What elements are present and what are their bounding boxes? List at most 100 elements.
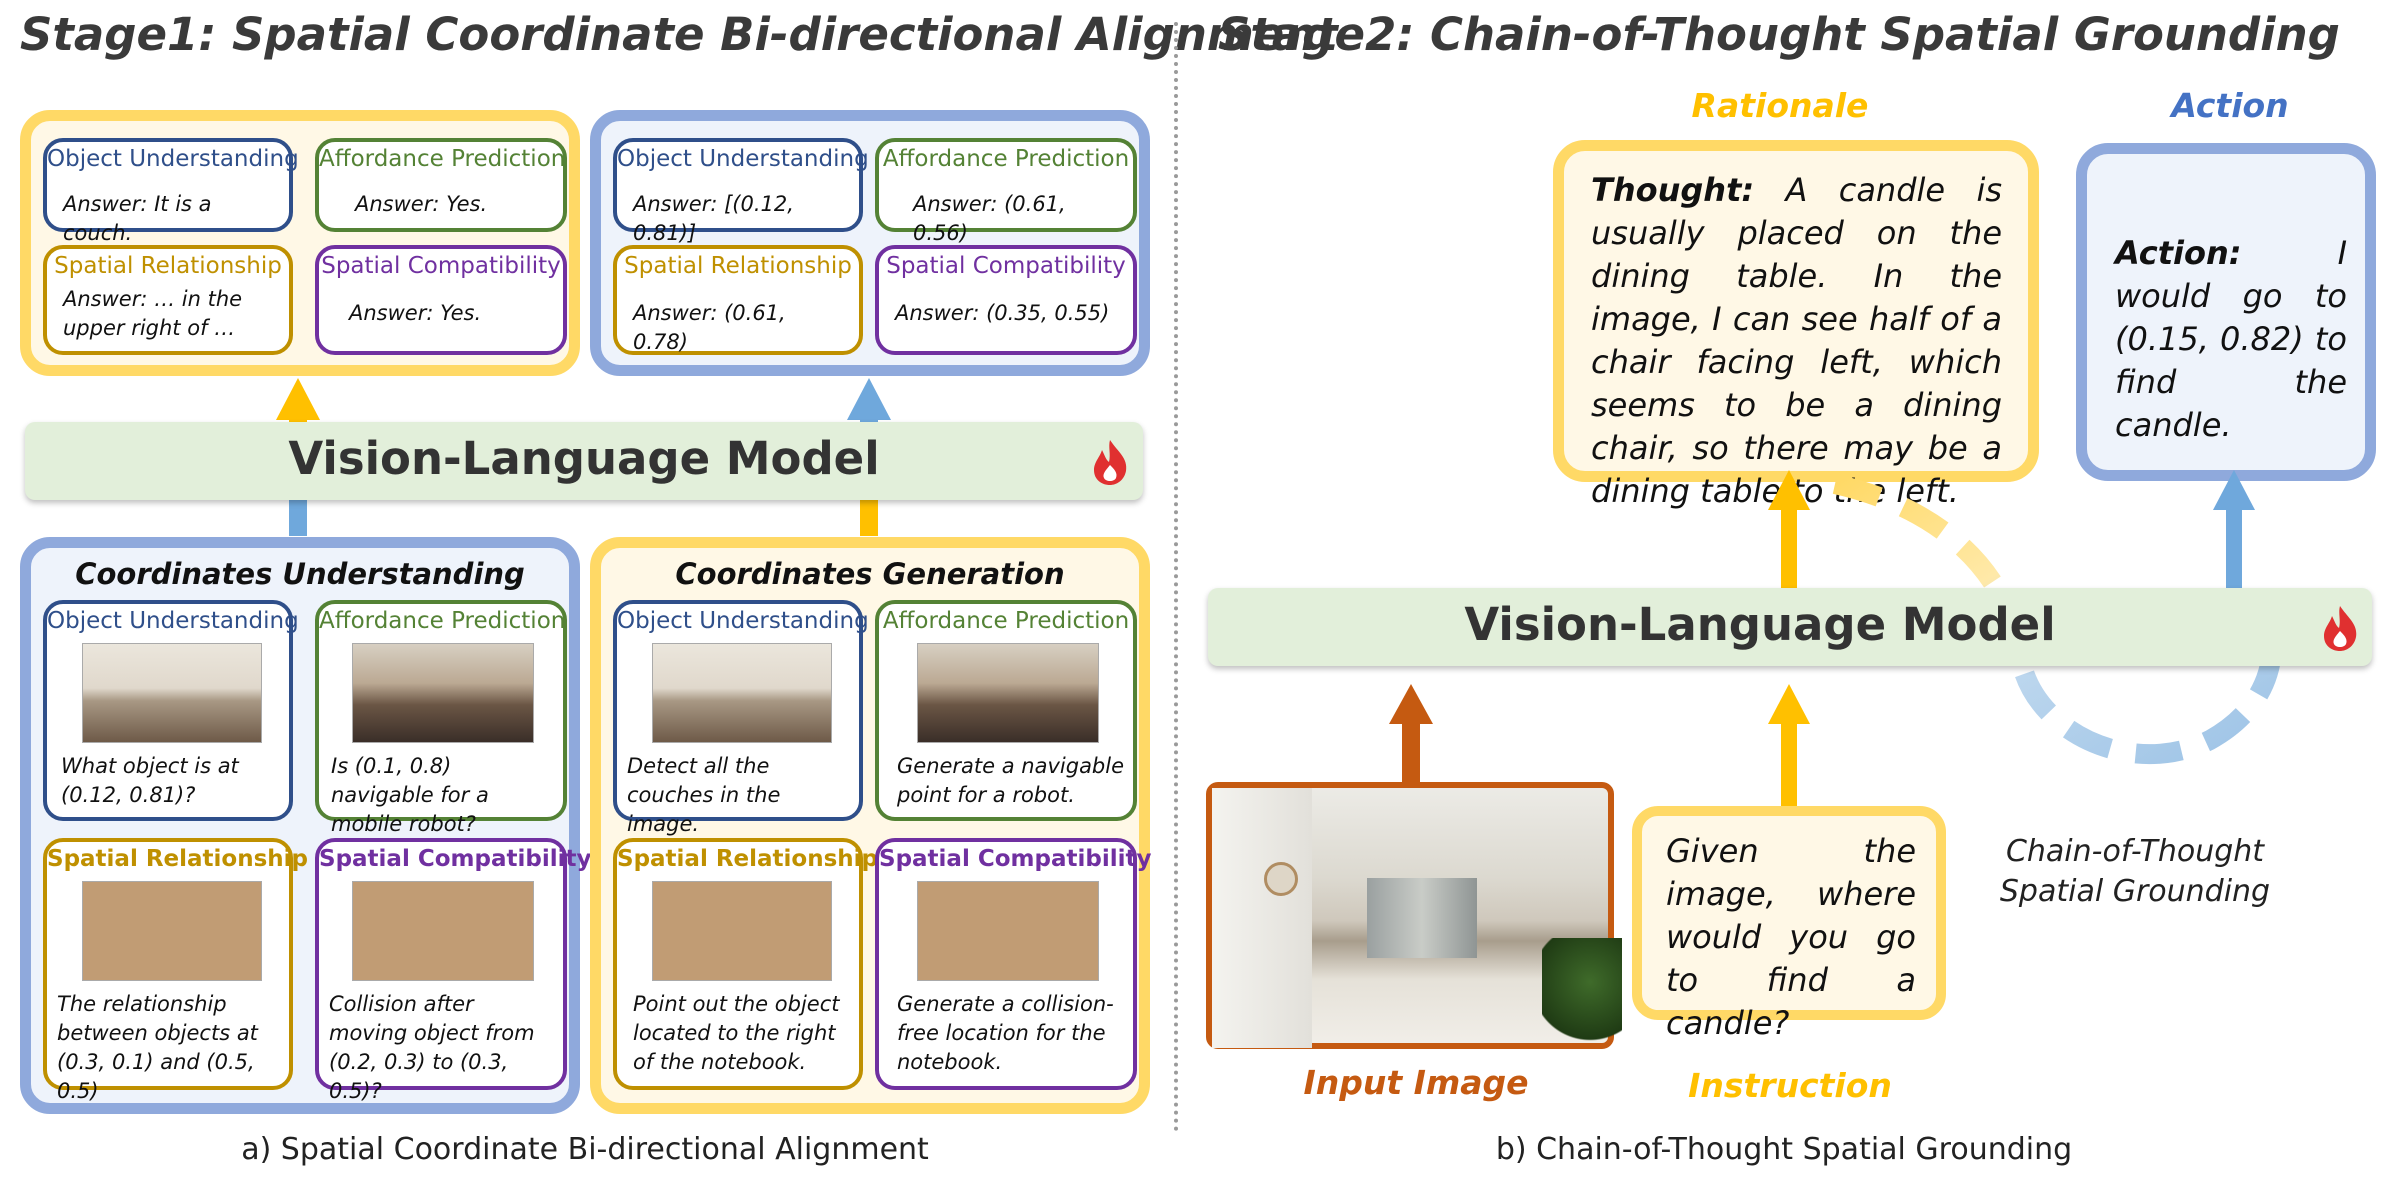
instruction-box: Given the image, where would you go to f… [1632,806,1946,1042]
card-answer: Answer: Yes. [355,192,488,216]
rationale-text: Thought: A candle is usually placed on t… [1591,169,2002,513]
card-question: What object is at (0.12, 0.81)? [61,754,239,807]
vlm-label: Vision-Language Model [288,432,880,485]
thought-text: A candle is usually placed on the dining… [1591,171,2002,510]
action-box: Action: I would go to (0.15, 0.82) to fi… [2076,143,2376,481]
card-title: Spatial Compatibility [321,253,561,279]
tabletop-image [82,881,262,981]
room-image [652,643,832,743]
stage1-vlm-bar: Vision-Language Model [25,422,1143,500]
question-card-spatial-compatibility: Spatial Compatibility Generate a collisi… [875,838,1152,1090]
card-title: Object Understanding [617,146,869,172]
living-room-image [917,643,1099,743]
answer-card-affordance-prediction: Affordance Prediction Answer: (0.61, 0.5… [875,138,1137,245]
question-card-spatial-compatibility: Spatial Compatibility Collision after mo… [315,838,592,1103]
card-question: Generate a navigable point for a robot. [897,754,1125,807]
card-question: Point out the object located to the righ… [633,992,840,1074]
stage2-caption: b) Chain-of-Thought Spatial Grounding [1495,1132,2073,1167]
arrow-to-action [2213,470,2255,594]
card-title: Affordance Prediction [882,608,1130,634]
tabletop-image [352,881,534,981]
question-card-spatial-relationship: Spatial Relationship Point out the objec… [613,838,879,1090]
card-title: Spatial Relationship [624,253,852,279]
stage2-vlm-bar: Vision-Language Model [1208,588,2372,666]
card-question: Is (0.1, 0.8) navigable for a mobile rob… [331,754,489,836]
stage2-arrows [1389,470,2282,810]
instruction-text: Given the image, where would you go to f… [1666,832,1916,1042]
flame-icon [1094,440,1127,485]
section-title: Coordinates Understanding [75,557,525,591]
card-answer: Answer: (0.61, 0.56) [913,192,1066,245]
arrow-to-rationale [1768,470,1810,594]
cot-label: Chain-of-Thought Spatial Grounding [1970,832,2300,912]
coordinates-understanding-panel: Coordinates Understanding Object Underst… [20,537,592,1114]
card-title: Spatial Compatibility [879,846,1152,872]
flame-icon [2324,606,2357,651]
card-answer: Answer: [(0.12, 0.81)] [633,192,794,245]
card-answer: Answer: (0.35, 0.55) [895,301,1110,325]
card-title: Object Understanding [617,608,869,634]
card-question: Generate a collision-free location for t… [897,992,1114,1074]
card-answer: Answer: (0.61, 0.78) [633,301,786,354]
card-title: Affordance Prediction [319,146,566,172]
card-question: The relationship between objects at (0.3… [57,992,258,1103]
card-title: Spatial Compatibility [886,253,1126,279]
instruction-label: Instruction [1688,1066,1892,1105]
window [1367,878,1477,958]
section-title: Coordinates Generation [675,557,1065,591]
answer-card-spatial-compatibility: Spatial Compatibility Answer: (0.35, 0.5… [875,245,1137,355]
wall-clock [1264,862,1298,896]
answer-card-spatial-relationship: Spatial Relationship Answer: … in the up… [43,245,293,355]
arrow-from-image [1389,684,1433,790]
question-card-spatial-relationship: Spatial Relationship The relationship be… [43,838,309,1103]
card-title: Object Understanding [47,608,299,634]
tabletop-image [652,881,832,981]
stage1-title: Stage1: Spatial Coordinate Bi-directiona… [20,8,1338,61]
question-card-object-understanding: Object Understanding Detect all the couc… [613,600,869,836]
cot-label-line2: Spatial Grounding [1999,874,2271,909]
stage1-caption: a) Spatial Coordinate Bi-directional Ali… [241,1132,929,1167]
plant [1542,938,1622,1048]
card-answer: Answer: Yes. [349,301,482,325]
card-title: Spatial Relationship [54,253,282,279]
cot-label-line1: Chain-of-Thought [2005,834,2265,869]
action-text-block: Action: I would go to (0.15, 0.82) to fi… [2115,232,2347,447]
vlm-label: Vision-Language Model [1464,598,2056,651]
answer-card-spatial-compatibility: Spatial Compatibility Answer: Yes. [315,245,567,355]
card-title: Affordance Prediction [319,608,566,634]
thought-prefix: Thought: [1591,171,1755,209]
action-prefix: Action: [2115,234,2242,272]
answers-panel-understanding: Object Understanding Answer: It is a cou… [20,110,580,376]
card-title: Affordance Prediction [882,146,1130,172]
question-card-affordance-prediction: Affordance Prediction Is (0.1, 0.8) navi… [315,600,567,836]
arrow-from-instruction [1768,684,1810,810]
card-question: Detect all the couches in the image. [627,754,781,836]
card-title: Spatial Compatibility [319,846,592,872]
card-question: Collision after moving object from (0.2,… [329,992,535,1103]
action-text: I would go to (0.15, 0.82) to find the c… [2115,234,2347,444]
card-title: Object Understanding [47,146,299,172]
answer-card-affordance-prediction: Affordance Prediction Answer: Yes. [315,138,567,232]
living-room-image [352,643,534,743]
stage-divider [1174,22,1178,1132]
answer-card-object-understanding: Object Understanding Answer: [(0.12, 0.8… [613,138,869,245]
rationale-label: Rationale [1691,86,1869,125]
answers-panel-generation: Object Understanding Answer: [(0.12, 0.8… [590,110,1150,376]
input-image [1206,782,1622,1049]
action-label: Action [2171,86,2289,125]
answer-card-object-understanding: Object Understanding Answer: It is a cou… [43,138,299,245]
card-answer: Answer: It is a couch. [63,192,212,245]
card-title: Spatial Relationship [617,846,879,872]
card-title: Spatial Relationship [47,846,309,872]
room-image [82,643,262,743]
question-card-affordance-prediction: Affordance Prediction Generate a navigab… [875,600,1137,821]
card-answer: Answer: … in the upper right of … [63,287,243,340]
input-image-label: Input Image [1303,1063,1529,1102]
wall-panel [1212,788,1312,1048]
stage2-title: Stage2: Chain-of-Thought Spatial Groundi… [1218,8,2340,61]
coordinates-generation-panel: Coordinates Generation Object Understand… [590,537,1152,1114]
answer-card-spatial-relationship: Spatial Relationship Answer: (0.61, 0.78… [613,245,863,355]
question-card-object-understanding: Object Understanding What object is at (… [43,600,299,821]
tabletop-image [917,881,1099,981]
rationale-box: Thought: A candle is usually placed on t… [1553,140,2039,510]
